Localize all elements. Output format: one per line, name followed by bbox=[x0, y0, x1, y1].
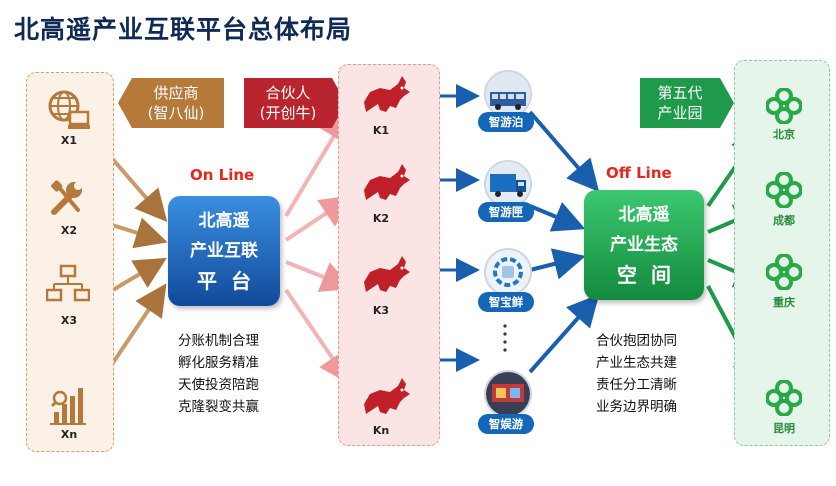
offline-ecosystem-hub: 北高遥 产业生态 空间 bbox=[584, 190, 704, 300]
online-platform-hub: 北高遥 产业互联 平台 bbox=[168, 196, 280, 306]
offline-hub-line2: 产业生态 bbox=[610, 235, 678, 255]
offline-hub-line1: 北高遥 bbox=[618, 205, 670, 225]
product-label: 智游泊 bbox=[478, 112, 534, 132]
offline-bullet: 产业生态共建 bbox=[596, 355, 677, 371]
supplier-tag-title: 供应商 bbox=[153, 84, 199, 102]
clover-knot-icon bbox=[766, 88, 802, 124]
online-bullet: 克隆裂变共赢 bbox=[178, 399, 259, 415]
online-hub-line1: 北高遥 bbox=[198, 211, 250, 231]
network-computers-icon bbox=[45, 264, 91, 302]
clover-knot-icon bbox=[766, 172, 802, 208]
offline-bullet: 业务边界明确 bbox=[596, 399, 677, 415]
offline-bullets: 合伙抱团协同 产业生态共建 责任分工清晰 业务边界明确 bbox=[596, 330, 677, 418]
supplier-x1 bbox=[46, 88, 90, 136]
parks-tag-shape bbox=[640, 78, 734, 128]
partner-label: Kn bbox=[372, 424, 390, 437]
product-image bbox=[484, 248, 532, 296]
online-hub-line2: 产业互联 bbox=[190, 241, 258, 261]
supplier-tag-shape bbox=[118, 78, 224, 128]
partner-tag-shape bbox=[244, 78, 346, 128]
offline-bullet: 合伙抱团协同 bbox=[596, 333, 677, 349]
park-label: 北京 bbox=[773, 128, 795, 141]
clover-knot-icon bbox=[766, 254, 802, 290]
clover-knot-icon bbox=[766, 380, 802, 416]
online-bullet: 分账机制合理 bbox=[178, 333, 259, 349]
online-hub-line3: 平台 bbox=[197, 269, 265, 293]
partner-panel bbox=[338, 64, 440, 446]
page-title: 北高遥产业互联平台总体布局 bbox=[14, 15, 353, 44]
supplier-label: X2 bbox=[60, 224, 78, 237]
supplier-panel bbox=[26, 72, 114, 452]
offline-heading: Off Line bbox=[606, 164, 672, 182]
partner-label: K1 bbox=[372, 124, 390, 137]
product-image bbox=[484, 160, 532, 208]
bull-icon bbox=[364, 164, 410, 200]
entertainment-icon bbox=[486, 372, 530, 416]
park-label: 成都 bbox=[773, 214, 795, 227]
bull-icon bbox=[364, 256, 410, 292]
supplier-label: X1 bbox=[60, 134, 78, 147]
partner-tag-title: 合伙人 bbox=[265, 84, 311, 102]
bar-chart-magnifier-icon bbox=[50, 388, 86, 425]
supplier-xn bbox=[48, 386, 88, 430]
bull-icon bbox=[364, 76, 410, 112]
park-label: 重庆 bbox=[773, 296, 795, 309]
partner-label: K2 bbox=[372, 212, 390, 225]
globe-computer-icon bbox=[48, 90, 90, 129]
parks-tag: 第五代 产业园 bbox=[640, 78, 720, 133]
supplier-label: X3 bbox=[60, 314, 78, 327]
online-bullet: 天使投资陪跑 bbox=[178, 377, 259, 393]
partner-label: K3 bbox=[372, 304, 390, 317]
fresh-box-icon bbox=[486, 250, 530, 294]
parks-tag-subtitle: 产业园 bbox=[657, 104, 703, 122]
parking-bus-icon bbox=[486, 72, 530, 116]
product-label: 智娱游 bbox=[478, 414, 534, 434]
supplier-tag-subtitle: (智八仙) bbox=[147, 104, 205, 122]
product-label: 智游匣 bbox=[478, 202, 534, 222]
product-image bbox=[484, 370, 532, 418]
product-image bbox=[484, 70, 532, 118]
truck-icon bbox=[486, 162, 530, 206]
supplier-tag: 供应商 (智八仙) bbox=[130, 78, 222, 133]
supplier-x2 bbox=[48, 178, 88, 222]
partner-arrows bbox=[284, 109, 354, 385]
online-heading: On Line bbox=[190, 166, 255, 184]
offline-hub-line3: 空间 bbox=[617, 263, 685, 287]
partner-tag-subtitle: (开创牛) bbox=[259, 104, 317, 122]
supplier-x3 bbox=[45, 264, 91, 310]
wrench-screwdriver-icon bbox=[51, 180, 82, 215]
online-bullets: 分账机制合理 孵化服务精准 天使投资陪跑 克隆裂变共赢 bbox=[178, 330, 259, 418]
offline-bullet: 责任分工清晰 bbox=[596, 377, 677, 393]
bull-icon bbox=[364, 378, 410, 414]
supplier-label: Xn bbox=[60, 428, 78, 441]
online-bullet: 孵化服务精准 bbox=[178, 355, 259, 371]
park-label: 昆明 bbox=[773, 422, 795, 435]
product-label: 智宝鲜 bbox=[478, 292, 534, 312]
parks-tag-title: 第五代 bbox=[657, 84, 703, 102]
partner-tag: 合伙人 (开创牛) bbox=[244, 78, 332, 133]
offline-arrows bbox=[528, 110, 600, 374]
